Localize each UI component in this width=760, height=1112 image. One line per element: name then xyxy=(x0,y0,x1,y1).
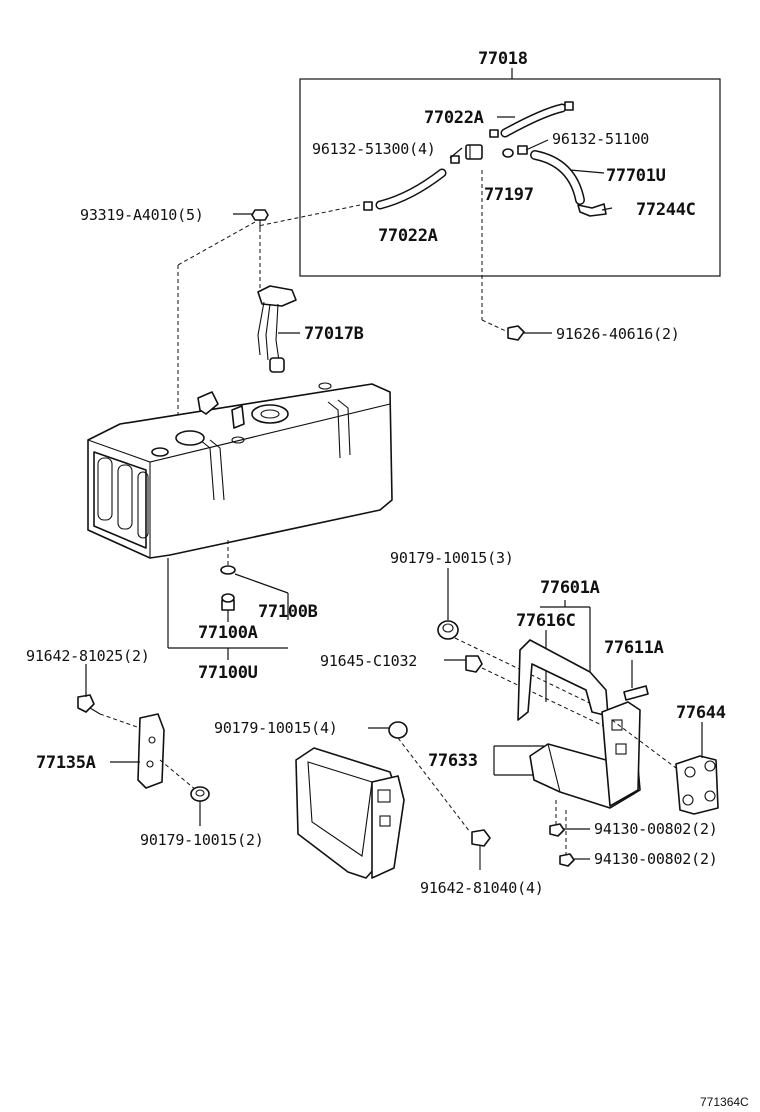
hose-icon xyxy=(500,103,567,138)
diagram-reference-code: 771364C xyxy=(700,1095,749,1109)
bolt-icon xyxy=(251,209,269,228)
label-77017B: 77017B xyxy=(304,324,364,344)
bolt-icon xyxy=(221,593,235,611)
nut-icon xyxy=(190,786,210,802)
hose-group-frame xyxy=(299,68,721,277)
hose-group-leaders xyxy=(449,116,613,211)
connector-icon xyxy=(465,144,483,160)
hose-icon xyxy=(530,150,585,205)
label-77611A: 77611A xyxy=(604,638,664,658)
clamp-icon xyxy=(363,101,574,211)
bracket-icon xyxy=(137,713,165,789)
gauge-sender-icon xyxy=(257,285,297,373)
label-94130-00802-a: 94130-00802(2) xyxy=(594,820,718,838)
assembly-bracket-leader xyxy=(167,558,288,660)
label-91642-81025: 91642-81025(2) xyxy=(26,647,150,665)
bolt-icon xyxy=(471,829,491,870)
label-91626-40616: 91626-40616(2) xyxy=(556,325,680,343)
grommet-icon xyxy=(502,148,514,158)
label-77644: 77644 xyxy=(676,703,726,723)
label-77100U: 77100U xyxy=(198,663,258,683)
grommet-icon xyxy=(437,620,459,640)
label-77616C: 77616C xyxy=(516,611,576,631)
label-94130-00802-b: 94130-00802(2) xyxy=(594,850,718,868)
label-91642-81040: 91642-81040(4) xyxy=(420,879,544,897)
nut-icon xyxy=(549,823,575,867)
label-90179-10015-2: 90179-10015(2) xyxy=(140,831,264,849)
label-77022A-top: 77022A xyxy=(424,108,484,128)
pin-icon xyxy=(623,685,649,701)
fuel-tank-icon xyxy=(87,382,393,559)
tank-band-icon xyxy=(295,747,405,879)
bolt-icon xyxy=(507,325,525,341)
clip-icon xyxy=(577,203,607,217)
label-77100A: 77100A xyxy=(198,623,258,643)
label-93319-A4010: 93319-A4010(5) xyxy=(80,206,204,224)
label-90179-10015-4: 90179-10015(4) xyxy=(214,719,338,737)
label-77022A-bottom: 77022A xyxy=(378,226,438,246)
bracket-icon xyxy=(675,755,719,815)
bolt-icon xyxy=(77,694,101,715)
label-77244C: 77244C xyxy=(636,200,696,220)
label-77701U: 77701U xyxy=(606,166,666,186)
hose-icon xyxy=(375,168,447,210)
label-90179-10015-3: 90179-10015(3) xyxy=(390,549,514,567)
label-77100B: 77100B xyxy=(258,602,318,622)
label-96132-51300: 96132-51300(4) xyxy=(312,140,436,158)
nut-icon xyxy=(388,721,408,739)
label-96132-51100: 96132-51100 xyxy=(552,130,649,148)
label-91645-C1032: 91645-C1032 xyxy=(320,652,417,670)
washer-icon xyxy=(220,565,236,575)
label-77633: 77633 xyxy=(428,751,478,771)
label-77601A: 77601A xyxy=(540,578,600,598)
label-77018: 77018 xyxy=(478,49,528,69)
bolt-icon xyxy=(465,655,483,673)
label-77135A: 77135A xyxy=(36,753,96,773)
tank-band-icon xyxy=(517,639,641,809)
label-77197: 77197 xyxy=(484,185,534,205)
